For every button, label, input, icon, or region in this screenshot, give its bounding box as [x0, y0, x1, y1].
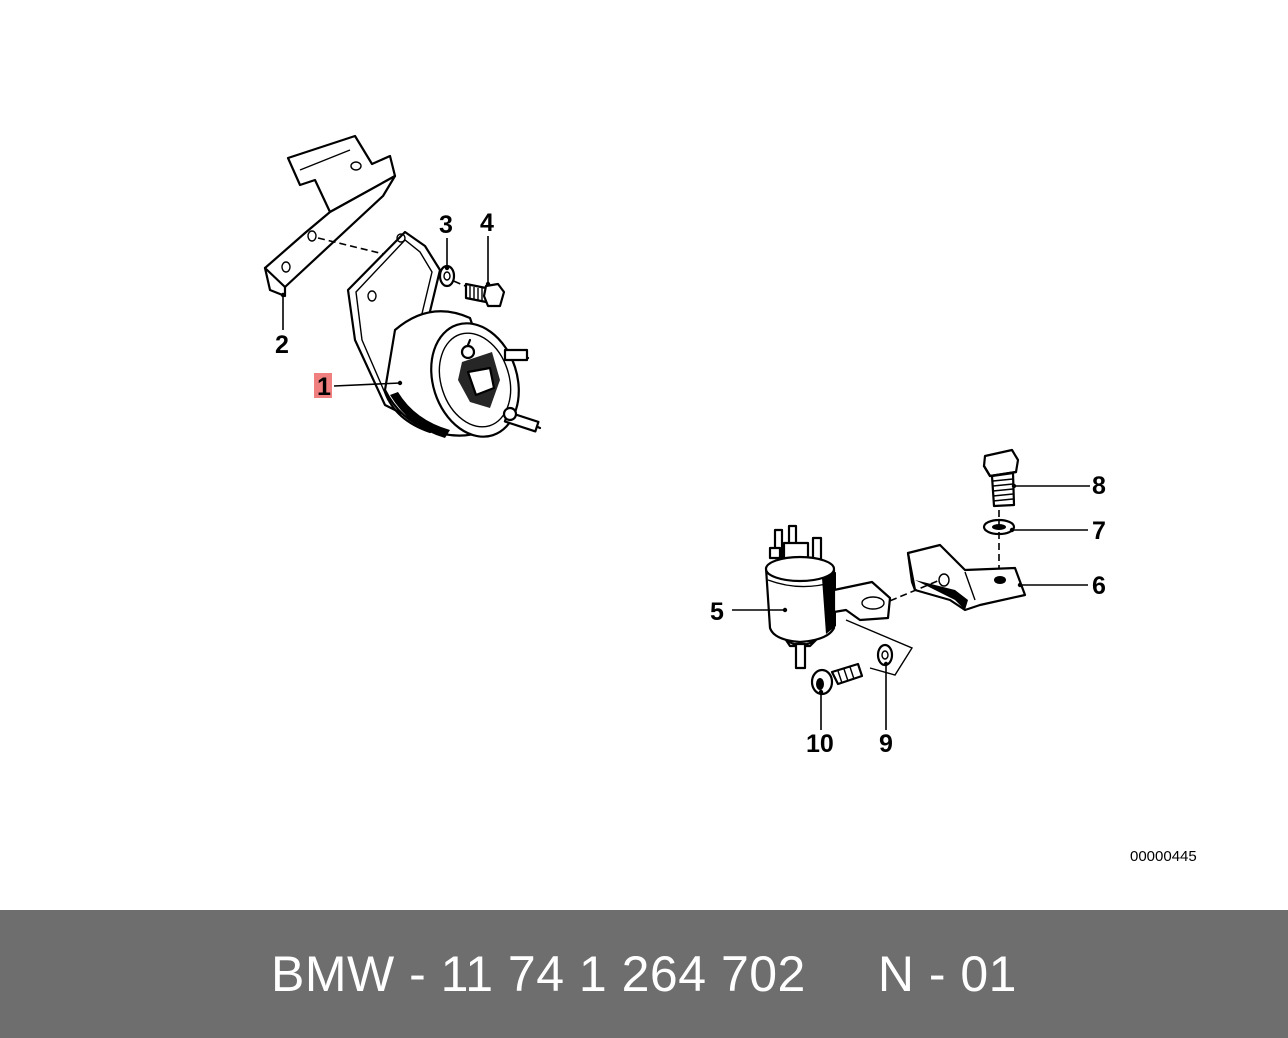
callout-1-highlight	[314, 373, 332, 398]
callout-8: 8	[1092, 472, 1106, 500]
callout-4: 4	[480, 209, 494, 237]
callout-3: 3	[439, 211, 453, 239]
callout-1: 1	[317, 373, 331, 401]
lower-bracket-part-6	[906, 543, 1027, 612]
pressure-regulator-part-5	[764, 524, 892, 670]
upper-bracket-drawing	[263, 134, 397, 298]
bolt-part-8	[982, 448, 1020, 508]
parts-diagram: 1 2 3 4 5 6 7 8 9 10	[263, 134, 1106, 758]
callout-7: 7	[1092, 517, 1106, 545]
part-number-label: BMW - 11 74 1 264 702 N - 01	[271, 946, 1017, 1002]
footer-bar: BMW - 11 74 1 264 702 N - 01	[0, 910, 1288, 1038]
leader-1	[333, 382, 401, 387]
washer-part-9	[876, 643, 894, 667]
bolt-part-4	[464, 282, 506, 308]
callout-10: 10	[806, 730, 834, 758]
callout-5: 5	[710, 598, 724, 626]
screw-part-10	[810, 662, 864, 696]
image-reference-code: 00000445	[1130, 848, 1197, 865]
fuel-pump-motor-drawing	[383, 310, 542, 438]
callout-9: 9	[879, 730, 893, 758]
callout-6: 6	[1092, 572, 1106, 600]
bracket-outline-line	[845, 619, 914, 676]
callout-2: 2	[275, 331, 289, 359]
